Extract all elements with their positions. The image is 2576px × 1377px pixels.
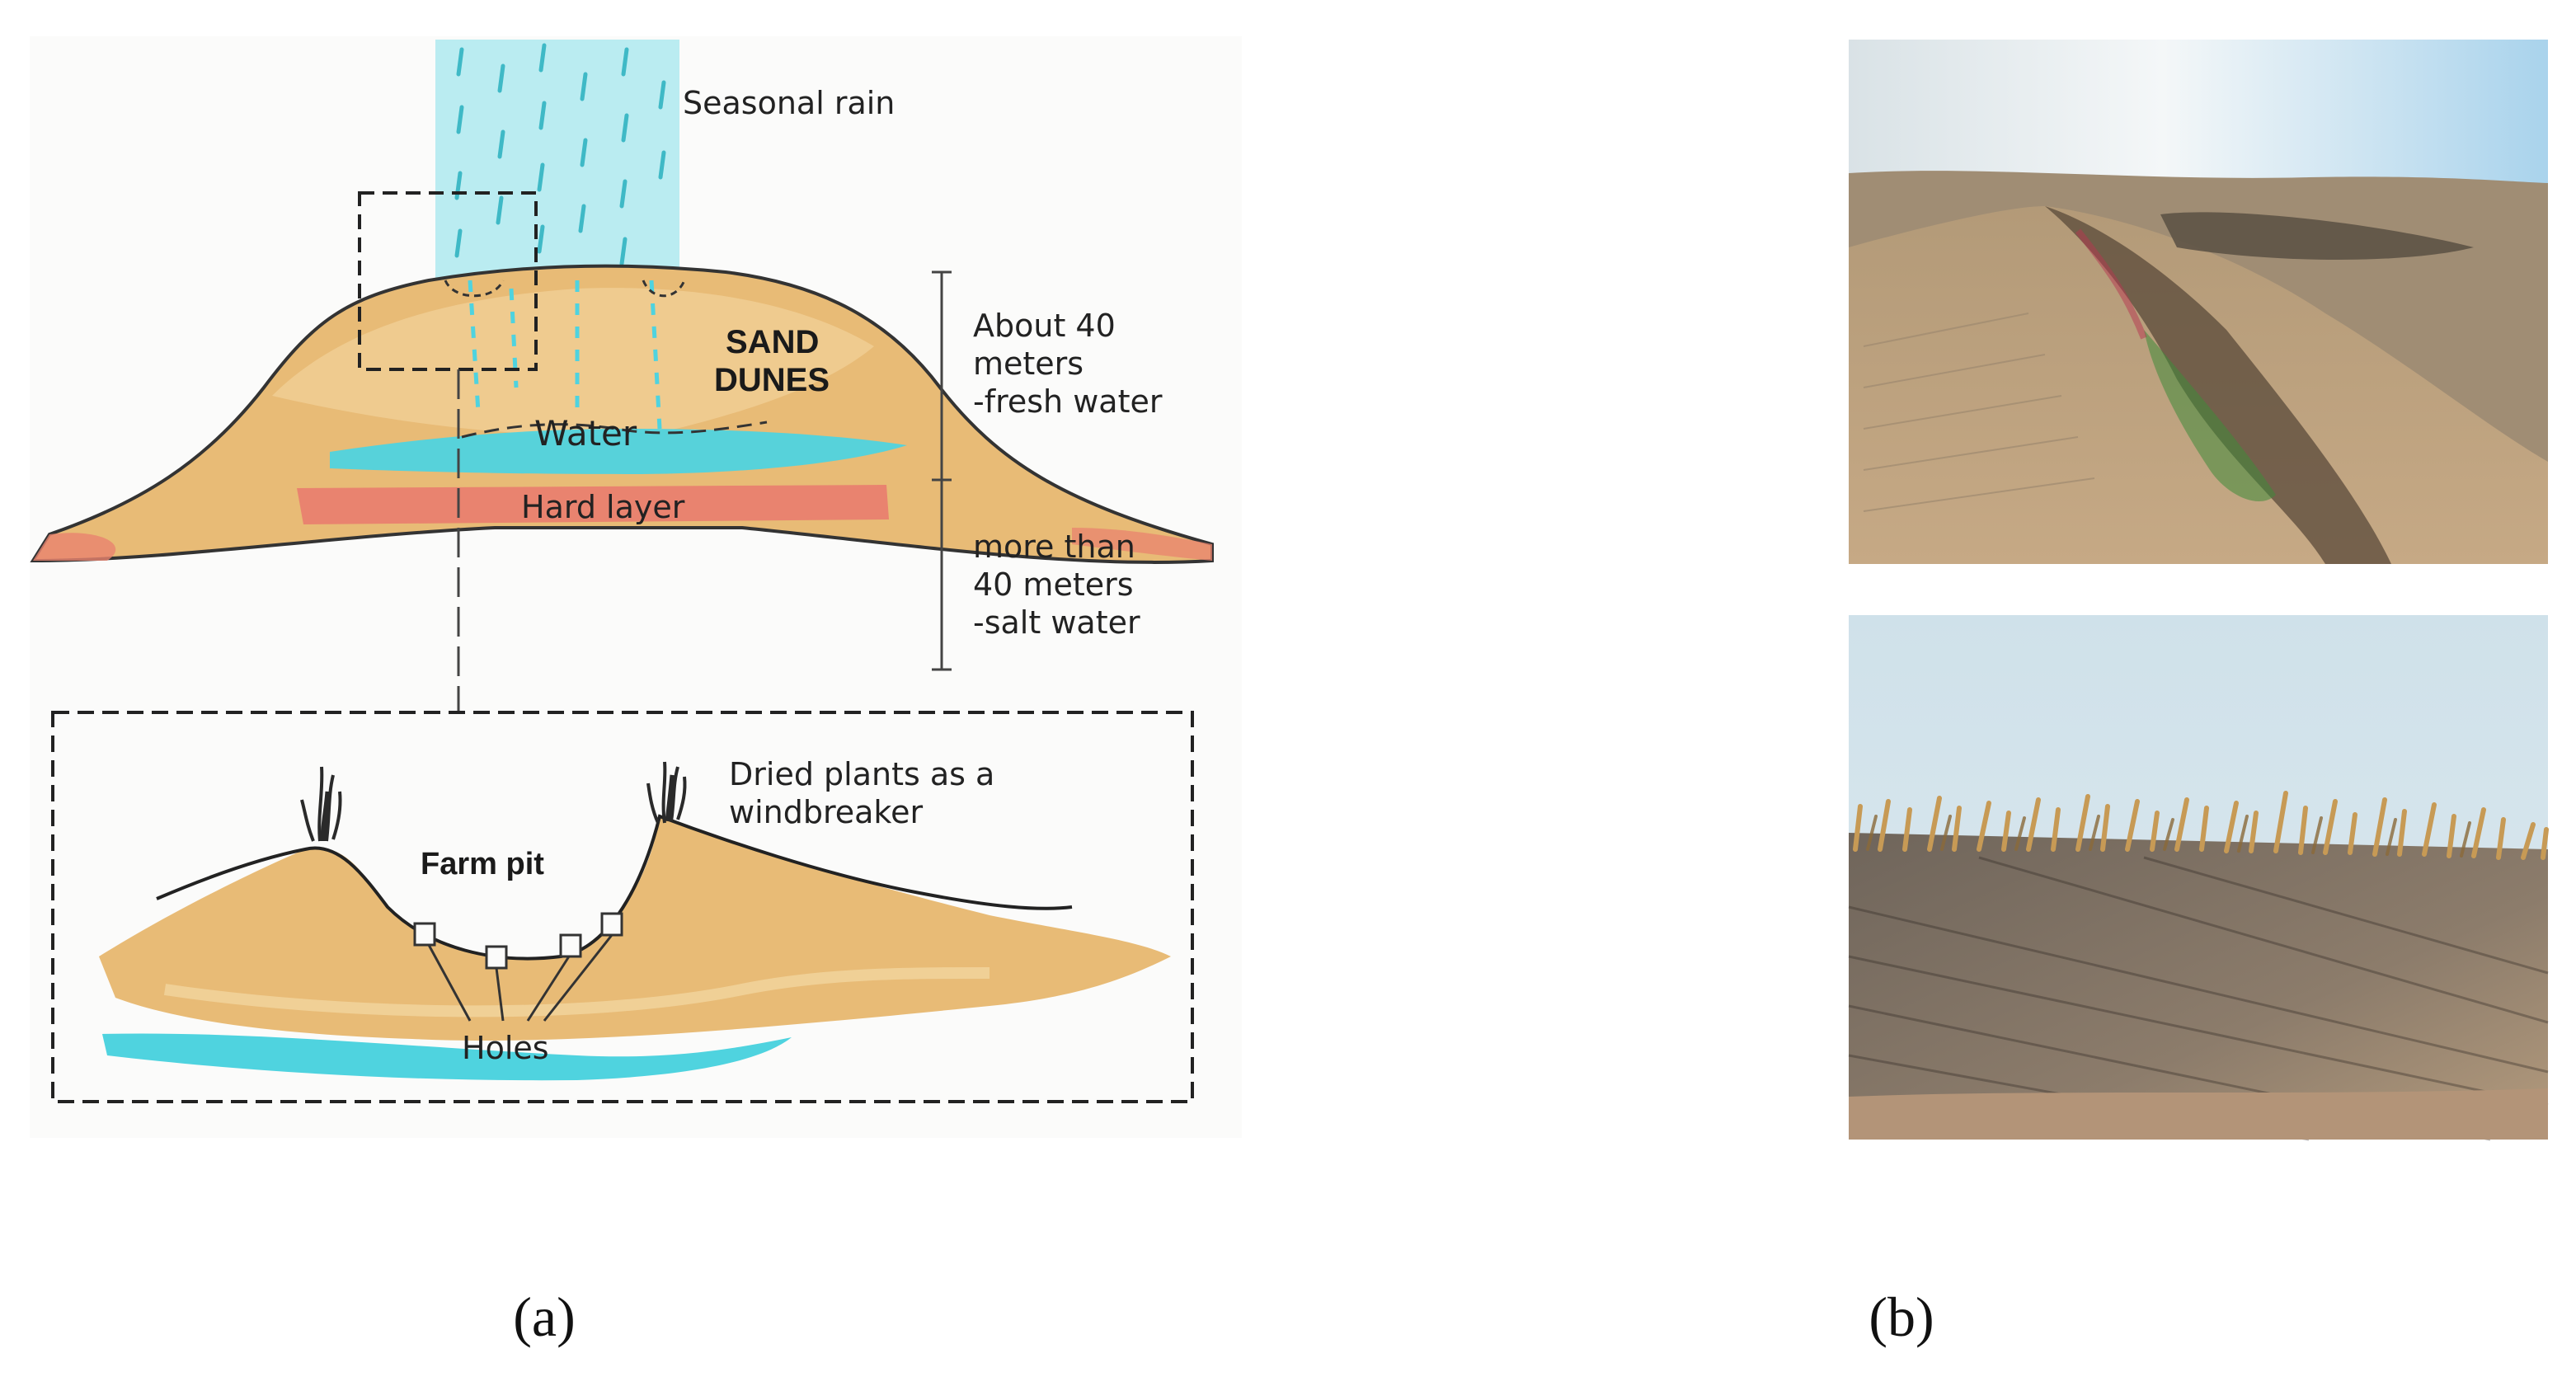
caption-a: (a) [513, 1285, 575, 1348]
dried-plants-label-line2: windbreaker [729, 794, 923, 830]
water-lens [330, 429, 907, 474]
sand-dunes-label-line2: DUNES [714, 362, 830, 398]
hard-layer [297, 485, 889, 524]
grass-tufts [1853, 791, 2549, 860]
farm-pit-detail: Farm pit Dried plants as a windbreaker H… [51, 711, 1194, 1103]
detail-groundwater [102, 1033, 792, 1081]
detail-sand-highlight [163, 967, 990, 1017]
hole-2 [485, 945, 508, 970]
hole-3 [559, 933, 582, 958]
left-toe-stain [33, 533, 116, 561]
salt-water-label-line2: 40 meters [973, 566, 1134, 603]
desert-dune-ridge-photo [1849, 40, 2548, 564]
dried-plants-label-line1: Dried plants as a [729, 756, 994, 792]
hole-4 [600, 912, 623, 937]
water-label: Water [534, 413, 637, 454]
rain-column [435, 40, 679, 279]
infiltration-streaks [468, 280, 662, 430]
sand-highlight [272, 288, 874, 435]
water-table-line [461, 421, 768, 439]
zoom-box [358, 191, 538, 371]
dried-plant-left-icon [300, 766, 342, 842]
salt-water-label-line1: more than [973, 529, 1135, 565]
depth-scale [932, 270, 952, 671]
grass-windbreak-dune-photo [1848, 615, 2549, 1141]
right-toe-stain [1072, 528, 1212, 561]
farm-pit-label: Farm pit [421, 847, 544, 881]
caption-b: (b) [1869, 1285, 1934, 1348]
hard-layer-label: Hard layer [521, 489, 685, 525]
salt-water-label-line3: -salt water [973, 604, 1140, 641]
holes-leader-lines [427, 934, 613, 1022]
farm-pit-outline [156, 814, 1073, 961]
panel-b-photos [1848, 40, 2549, 1141]
hole-1 [413, 922, 436, 947]
fresh-water-label-line2: meters [973, 345, 1084, 382]
holes-label: Holes [462, 1030, 549, 1066]
detail-frame [51, 711, 1194, 1103]
pit-mark-right [642, 280, 686, 298]
pit-mark-left [444, 280, 505, 298]
sand-dunes-label-line1: SAND [726, 324, 819, 360]
fresh-water-label-line3: -fresh water [973, 383, 1163, 420]
detail-sand-body [99, 816, 1171, 1041]
panel-a-diagram: Seasonal rain SAND DUNES Water Hard laye… [30, 36, 1242, 1138]
dried-plant-right-icon [646, 761, 687, 824]
fresh-water-label-line1: About 40 [973, 308, 1116, 344]
seasonal-rain-label: Seasonal rain [683, 85, 895, 121]
